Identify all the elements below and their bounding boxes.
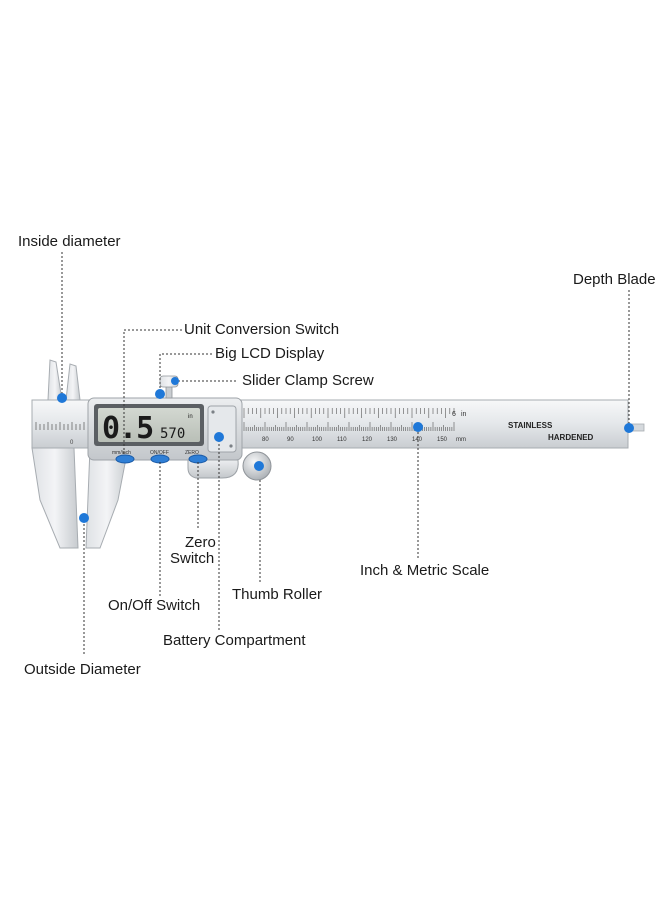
beam-text-stainless: STAINLESS — [508, 421, 553, 430]
label-zero-switch-line1: Zero — [185, 534, 216, 551]
scale-number: 80 — [262, 437, 269, 443]
marker-outside-diameter — [79, 513, 89, 523]
slider-lower-lip — [187, 459, 239, 479]
label-on-off-switch: On/Off Switch — [108, 597, 201, 614]
battery-compartment — [207, 405, 237, 453]
leader-unit-conversion — [123, 329, 182, 456]
button-label-unit: mm/inch — [112, 450, 131, 456]
marker-scale — [413, 422, 423, 432]
scale-number: 110 — [337, 437, 347, 443]
label-outside-diameter: Outside Diameter — [24, 661, 141, 678]
scale-inch-unit: in — [461, 411, 467, 418]
lower-fixed-jaw — [31, 447, 79, 549]
scale-number: 130 — [387, 437, 398, 443]
scale-left-zero: 0 — [70, 440, 74, 446]
clamp-screw-stem — [165, 385, 173, 399]
unit-conversion-button[interactable] — [115, 454, 135, 464]
upper-sliding-jaw — [65, 363, 81, 401]
marker-clamp-screw — [171, 377, 179, 385]
zero-button[interactable] — [188, 454, 208, 464]
scale-number: 90 — [287, 437, 294, 443]
scale-number: 100 — [312, 437, 323, 443]
label-depth-blade: Depth Blade — [573, 271, 656, 288]
on-off-button[interactable] — [150, 454, 170, 464]
scale-number: 120 — [362, 437, 373, 443]
scale-mm-unit: mm — [456, 437, 466, 443]
marker-thumb-roller — [254, 461, 264, 471]
marker-lcd-display — [155, 389, 165, 399]
label-zero-switch-line2: Switch — [170, 550, 215, 567]
button-label-onoff: ON/OFF — [150, 450, 169, 456]
lcd-main-reading: 0.5 — [102, 411, 153, 446]
label-unit-conversion-switch: Unit Conversion Switch — [184, 321, 340, 338]
label-thumb-roller: Thumb Roller — [232, 586, 323, 603]
label-battery-compartment: Battery Compartment — [163, 632, 306, 649]
marker-inside-diameter — [57, 393, 67, 403]
label-inside-diameter: Inside diameter — [18, 233, 121, 250]
lcd-fraction-reading: 570 — [160, 426, 185, 442]
scale-number: 140 — [412, 437, 423, 443]
leader-lcd-display — [159, 353, 212, 396]
button-label-zero: ZERO — [185, 450, 199, 456]
scale-number: 150 — [437, 437, 448, 443]
label-inch-metric-scale: Inch & Metric Scale — [360, 562, 490, 579]
label-slider-clamp-screw: Slider Clamp Screw — [242, 372, 374, 389]
upper-fixed-jaw — [47, 359, 63, 401]
label-big-lcd-display: Big LCD Display — [215, 345, 325, 362]
marker-battery — [214, 432, 224, 442]
battery-screw-bottom — [229, 444, 233, 448]
marker-depth-blade — [624, 423, 634, 433]
lcd-unit-indicator: in — [188, 414, 193, 420]
beam-text-hardened: HARDENED — [548, 433, 594, 442]
battery-screw-top — [211, 410, 215, 414]
main-scale-numbers: 80 90 100 110 120 130 140 150 — [262, 437, 448, 443]
scale-inch-number: 6 — [452, 411, 456, 418]
